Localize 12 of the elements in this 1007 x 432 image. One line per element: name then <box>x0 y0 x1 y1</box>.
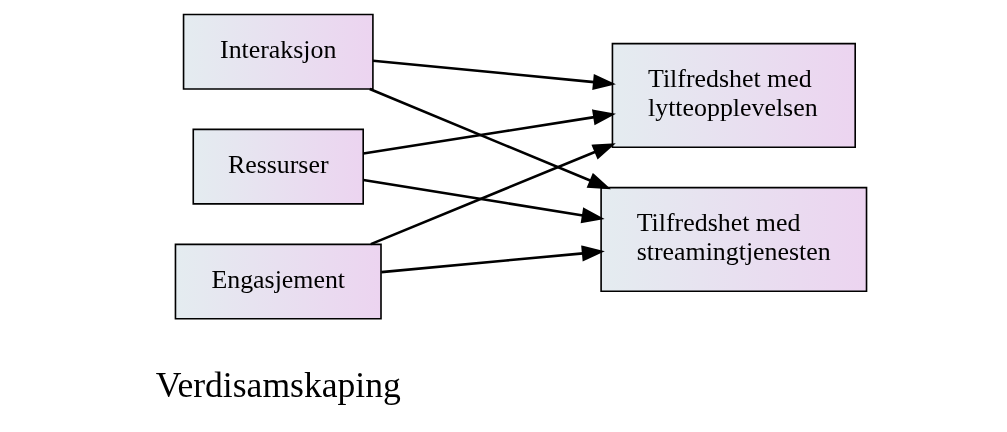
arrow <box>369 143 616 246</box>
node-box: Interaksjon <box>182 13 374 90</box>
arrow <box>368 87 611 190</box>
node-box: Tilfredshet med lytteopplevelsen <box>611 42 856 149</box>
arrow <box>362 178 605 224</box>
arrow <box>380 245 605 274</box>
arrow <box>372 59 616 90</box>
node-box: Engasjement <box>174 243 382 320</box>
node-box: Tilfredshet med streamingtjenesten <box>599 186 867 293</box>
label: Verdisamskaping <box>155 365 401 406</box>
node-box: Ressurser <box>191 128 364 205</box>
arrow <box>362 109 616 155</box>
